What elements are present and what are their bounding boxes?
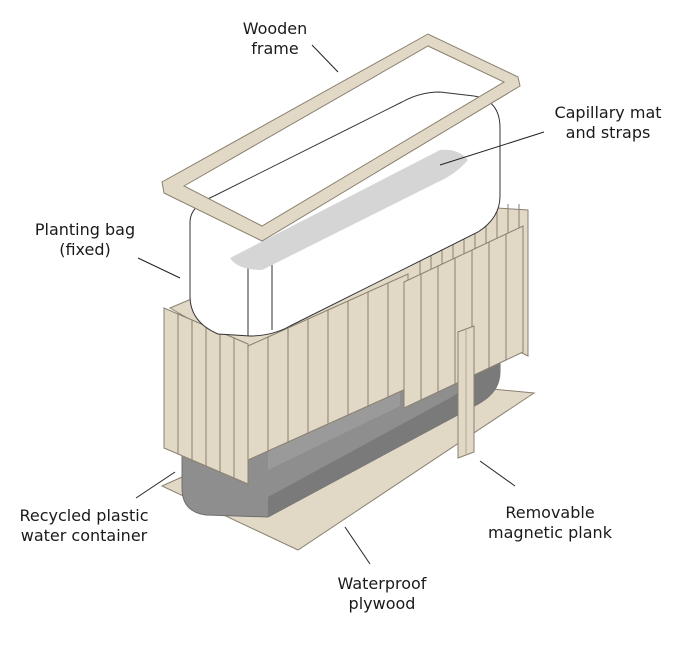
label-planting-bag-line1: Planting bag (34, 220, 136, 239)
right-long-slat (505, 225, 524, 361)
label-planting-bag: Planting bag (fixed) (20, 220, 150, 260)
label-waterproof-plywood-line2: plywood (348, 594, 416, 613)
left-long-slat (247, 336, 269, 461)
left-long-slat (267, 327, 289, 452)
label-removable-plank-line2: magnetic plank (488, 523, 612, 542)
left-end-slat (163, 307, 179, 455)
left-end-slat (177, 313, 193, 461)
label-recycled-container: Recycled plastic water container (4, 506, 164, 546)
label-planting-bag-line2: (fixed) (59, 240, 111, 259)
left-end-slat (233, 337, 249, 485)
leader-removable-plank (479, 460, 516, 487)
left-end-slat (219, 331, 235, 479)
left-long-slat (347, 291, 369, 416)
left-end-slat (205, 325, 221, 473)
label-wooden-frame: Wooden frame (228, 19, 322, 59)
label-wooden-frame-line1: Wooden (242, 19, 308, 38)
leader-capillary-mat (439, 131, 545, 166)
label-wooden-frame-line2: frame (251, 39, 299, 58)
left-long-slat (327, 300, 349, 425)
label-capillary-mat: Capillary mat and straps (541, 103, 675, 143)
right-long-slat (437, 257, 456, 393)
right-long-slat (403, 273, 422, 409)
wooden-frame (161, 33, 521, 242)
leader-waterproof-plywood (344, 526, 371, 565)
leader-planting-bag (137, 257, 181, 279)
leader-recycled-container (135, 471, 176, 499)
label-waterproof-plywood: Waterproof plywood (322, 574, 442, 614)
label-capillary-mat-line1: Capillary mat (554, 103, 662, 122)
left-long-slat (367, 282, 389, 407)
right-long-slat (471, 241, 490, 377)
label-recycled-container-line1: Recycled plastic (19, 506, 149, 525)
right-long-slat (488, 233, 507, 369)
left-long-slat (307, 309, 329, 434)
label-waterproof-plywood-line1: Waterproof (337, 574, 427, 593)
label-capillary-mat-line2: and straps (565, 123, 651, 142)
water-container-shade (268, 328, 500, 517)
left-long-slat (287, 318, 309, 443)
label-removable-plank: Removable magnetic plank (474, 503, 626, 543)
left-cladding-slats (163, 273, 409, 485)
label-removable-plank-line1: Removable (505, 503, 595, 522)
capillary-mat (230, 149, 468, 270)
label-recycled-container-line2: water container (20, 526, 148, 545)
right-long-slat (420, 265, 439, 401)
left-end-slat (191, 319, 207, 467)
leader-wooden-frame (311, 44, 339, 73)
